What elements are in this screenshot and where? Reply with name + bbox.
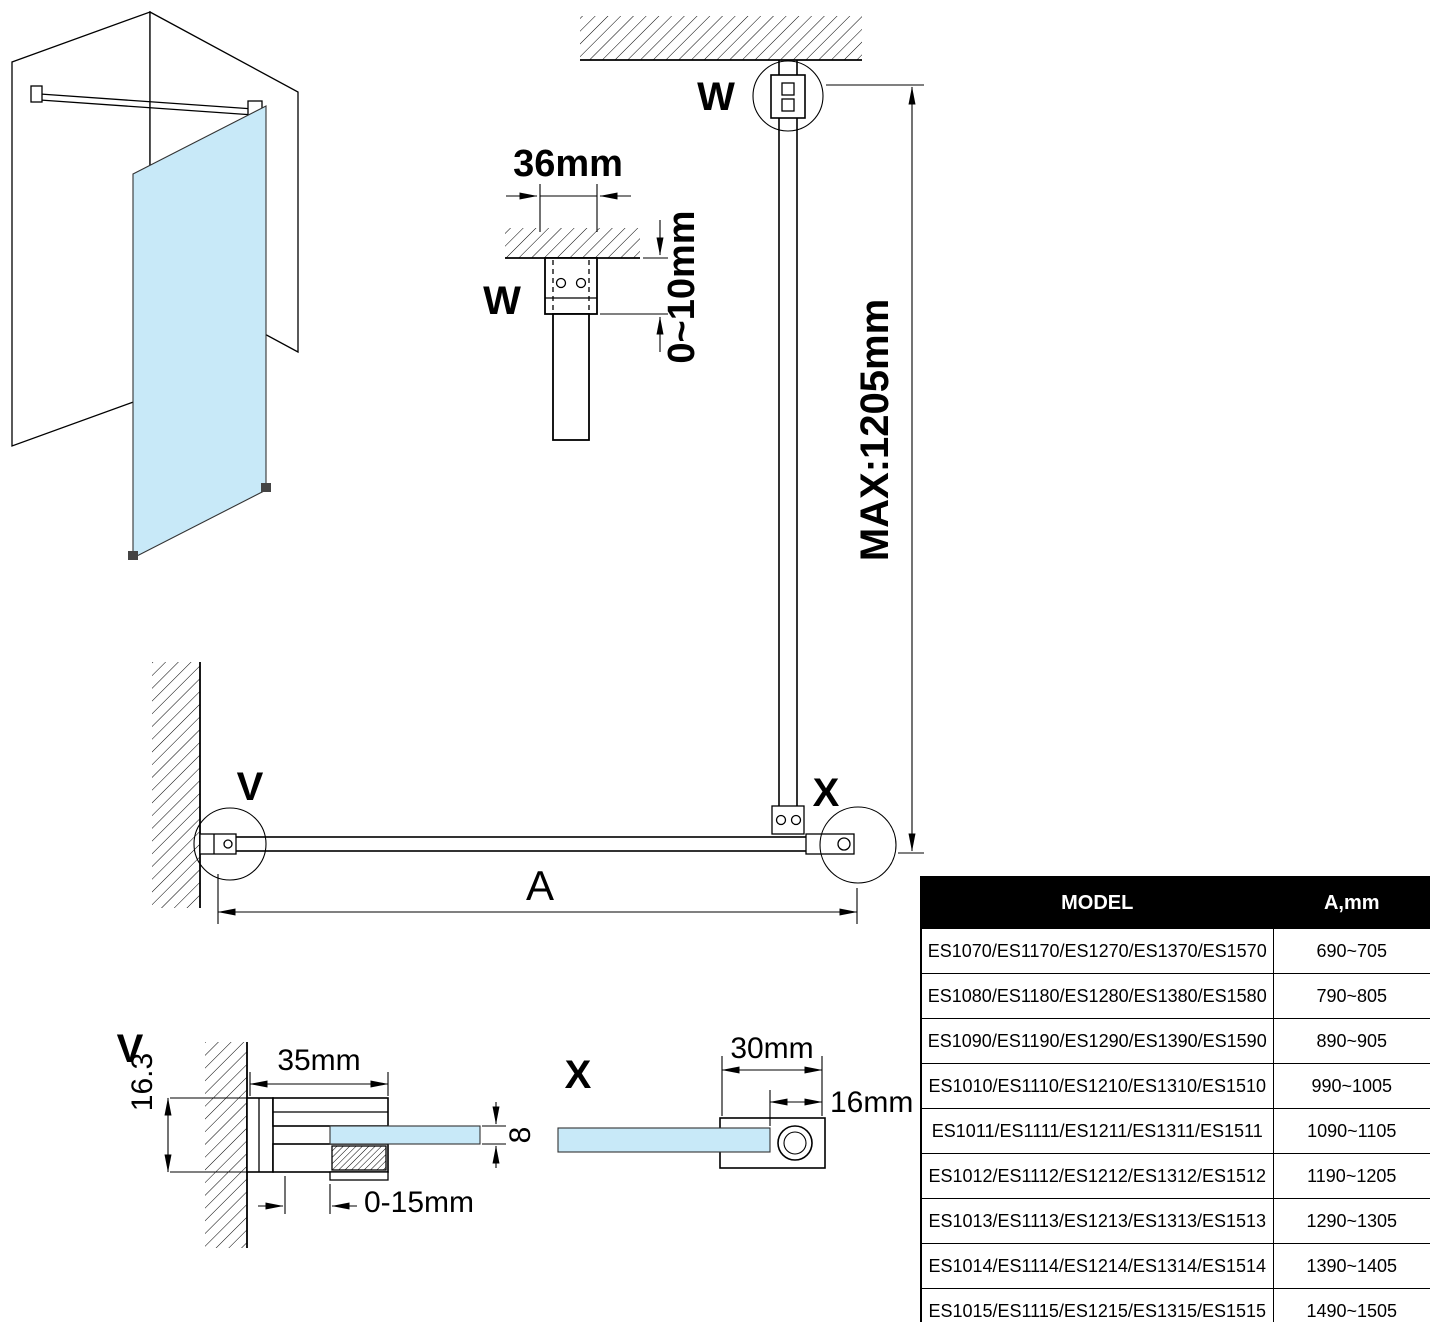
- glass-foot-left: [128, 551, 138, 560]
- a-cell: 1490~1505: [1272, 1288, 1430, 1322]
- model-size-table: MODEL A,mm ES1070/ES1170/ES1270/ES1370/E…: [920, 876, 1430, 1322]
- support-bar-bottom-edge: [39, 99, 255, 116]
- wall-bracket: [544, 257, 598, 315]
- detail-v-section: V 16.3 35mm 8 0-15mm: [117, 1027, 537, 1248]
- glass-panel-plan: [199, 836, 847, 852]
- table-row: ES1090/ES1190/ES1290/ES1390/ES1590 890~9…: [920, 1018, 1430, 1064]
- model-cell: ES1013/ES1113/ES1213/ES1313/ES1513: [920, 1198, 1274, 1244]
- ceiling-hatch-top: [580, 16, 862, 60]
- model-cell: ES1011/ES1111/ES1211/ES1311/ES1511: [920, 1108, 1274, 1154]
- gasket-serration: [331, 1145, 387, 1171]
- model-cell: ES1080/ES1180/ES1280/ES1380/ES1580: [920, 973, 1274, 1019]
- label-x-elevation: X: [813, 771, 840, 815]
- model-cell: ES1070/ES1170/ES1270/ES1370/ES1570: [920, 928, 1274, 974]
- model-cell: ES1012/ES1112/ES1212/ES1312/ES1512: [920, 1153, 1274, 1199]
- wall-hatch: [152, 662, 200, 908]
- bracket-screw-left: [555, 277, 567, 289]
- table-row: ES1012/ES1112/ES1212/ES1312/ES1512 1190~…: [920, 1153, 1430, 1199]
- model-cell: ES1090/ES1190/ES1290/ES1390/ES1590: [920, 1018, 1274, 1064]
- model-cell: ES1015/ES1115/ES1215/ES1315/ES1515: [920, 1288, 1274, 1322]
- wall-hatch-v: [205, 1042, 247, 1248]
- ceiling-hatch: [505, 228, 640, 258]
- dim-glass-thickness: 8: [504, 1127, 537, 1144]
- wall-plate: [246, 1097, 274, 1173]
- a-cell: 1190~1205: [1272, 1153, 1430, 1199]
- model-cell: ES1014/ES1114/ES1214/ES1314/ES1514: [920, 1243, 1274, 1289]
- bar-cross-section: [777, 1125, 813, 1161]
- glass-edge-v: [329, 1125, 481, 1145]
- dim-clamp-length: 30mm: [730, 1032, 813, 1065]
- label-w-section: W: [483, 279, 521, 323]
- bracket-screw-right: [575, 277, 587, 289]
- table-row: ES1080/ES1180/ES1280/ES1380/ES1580 790~8…: [920, 973, 1430, 1019]
- isometric-overview: [11, 10, 299, 560]
- dim-panel-width: A: [526, 862, 554, 909]
- table-header-row: MODEL A,mm: [920, 876, 1430, 929]
- glass-panel: [132, 105, 267, 559]
- table-row: ES1010/ES1110/ES1210/ES1310/ES1510 990~1…: [920, 1063, 1430, 1109]
- table-row: ES1014/ES1114/ES1214/ES1314/ES1514 1390~…: [920, 1243, 1430, 1289]
- table-row: ES1013/ES1113/ES1213/ES1313/ES1513 1290~…: [920, 1198, 1430, 1244]
- glass-edge-x: [557, 1127, 771, 1153]
- wall-plane-left: [11, 11, 151, 447]
- table-row: ES1070/ES1170/ES1270/ES1370/ES1570 690~7…: [920, 928, 1430, 974]
- bar-hinge: [771, 805, 805, 835]
- support-bar-elevation: W V X A MAX:1205mm: [152, 16, 924, 924]
- label-w-elevation: W: [697, 75, 735, 119]
- glass-foot-right: [261, 483, 271, 492]
- label-v-elevation: V: [237, 765, 264, 809]
- support-bar-stub: [552, 313, 590, 441]
- dim-profile-height: 16.3: [126, 1053, 159, 1111]
- table-row: ES1011/ES1111/ES1211/ES1311/ES1511 1090~…: [920, 1108, 1430, 1154]
- detail-w-section: 36mm 0~10mm W: [483, 143, 703, 441]
- dim-ceiling-gap: 0~10mm: [661, 210, 703, 363]
- dim-clamp-inset: 16mm: [830, 1086, 913, 1119]
- a-cell: 1390~1405: [1272, 1243, 1430, 1289]
- wall-fitting: [30, 85, 43, 103]
- model-cell: ES1010/ES1110/ES1210/ES1310/ES1510: [920, 1063, 1274, 1109]
- a-cell: 790~805: [1272, 973, 1430, 1019]
- detail-circle-v: [193, 807, 267, 881]
- dim-bracket-width: 36mm: [513, 143, 623, 185]
- a-cell: 1090~1105: [1272, 1108, 1430, 1154]
- detail-x-section: X 30mm 16mm: [557, 1032, 913, 1169]
- table-row: ES1015/ES1115/ES1215/ES1315/ES1515 1490~…: [920, 1288, 1430, 1322]
- a-cell: 990~1005: [1272, 1063, 1430, 1109]
- header-a-mm: A,mm: [1272, 876, 1430, 929]
- a-cell: 1290~1305: [1272, 1198, 1430, 1244]
- label-v-section: V: [117, 1027, 144, 1071]
- a-cell: 690~705: [1272, 928, 1430, 974]
- a-cell: 890~905: [1272, 1018, 1430, 1064]
- dim-profile-width: 35mm: [277, 1044, 360, 1077]
- glass-clamp-plan: [805, 833, 855, 855]
- dim-wall-adjust: 0-15mm: [364, 1186, 474, 1219]
- wall-profile-plan: [199, 833, 237, 855]
- detail-circle-x: [819, 806, 897, 884]
- support-bar-top-edge: [39, 93, 255, 110]
- detail-circle-w: [752, 60, 824, 132]
- dim-bar-max-length: MAX:1205mm: [853, 299, 897, 561]
- header-model: MODEL: [920, 876, 1274, 929]
- label-x-section: X: [565, 1053, 592, 1097]
